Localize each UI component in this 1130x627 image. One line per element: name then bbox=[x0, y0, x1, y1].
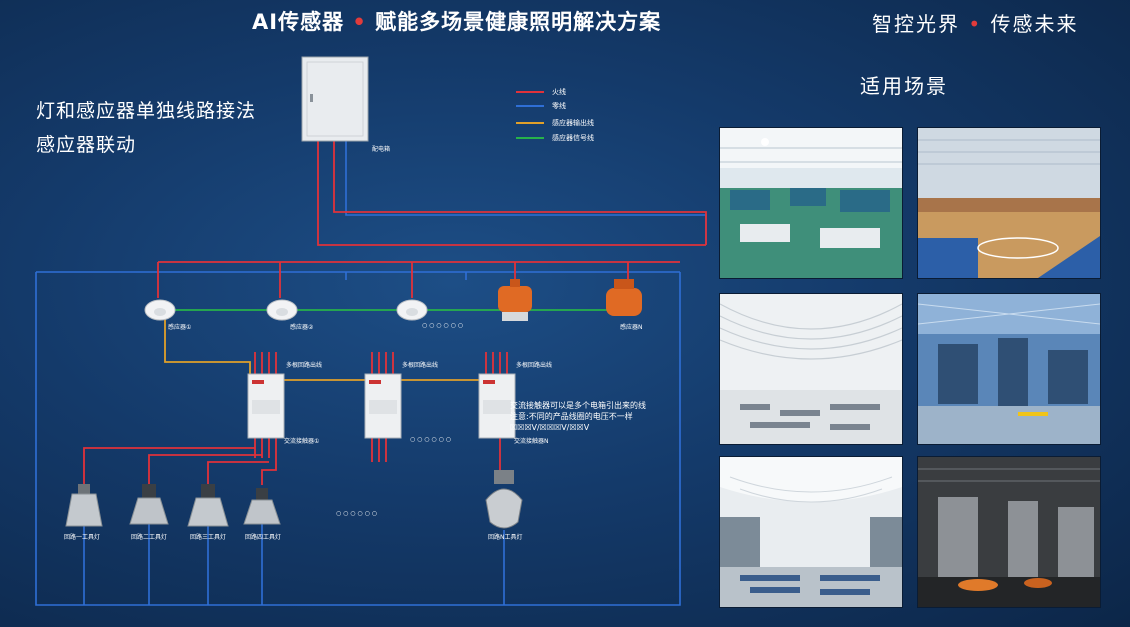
photo-industrial-plant bbox=[917, 293, 1101, 445]
sensor2-label: 感应器② bbox=[290, 324, 314, 331]
live-wires bbox=[83, 140, 707, 485]
scene-title: 适用场景 bbox=[860, 74, 948, 98]
lamp3-label: 回路三工具灯 bbox=[190, 534, 227, 541]
distribution-box-label: 配电箱 bbox=[372, 146, 391, 153]
page-title: AI传感器 • 赋能多场景健康照明解决方案 bbox=[252, 10, 662, 34]
photo-basketball-court bbox=[917, 127, 1101, 279]
explosion-proof-sensor-icon bbox=[606, 279, 642, 316]
lamp4-label: 回路四工具灯 bbox=[245, 534, 282, 541]
high-bay-lamp-icon bbox=[243, 488, 281, 525]
slogan: 智控光界 • 传感未来 bbox=[872, 12, 1079, 36]
contactor-icon bbox=[247, 373, 285, 439]
distribution-box bbox=[301, 56, 369, 142]
slogan-separator: • bbox=[968, 12, 983, 36]
multi-lines-label-1: 多根回路出线 bbox=[286, 362, 323, 369]
contactor-icon bbox=[364, 373, 402, 439]
photo-station-hall bbox=[719, 293, 903, 445]
lamp2-label: 回路二工具灯 bbox=[131, 534, 168, 541]
high-bay-lamp-icon bbox=[65, 484, 103, 527]
ceiling-sensor-icon bbox=[396, 299, 428, 321]
lamp-ellipsis: ○ ○ ○ ○ ○ ○ bbox=[336, 510, 377, 517]
contactorN-label: 交流接触器N bbox=[514, 438, 549, 445]
contactor1-label: 交流接触器① bbox=[284, 438, 320, 445]
contactor-note: 交流接触器可以是多个电箱引出来的线 注意:不同的产品线圈的电压不一样 ☒☒☒V/… bbox=[510, 401, 646, 432]
explosion-proof-sensor-icon bbox=[498, 279, 532, 321]
sensorN-label: 感应器N bbox=[620, 324, 643, 331]
photo-steel-mill bbox=[917, 456, 1101, 608]
lamp1-label: 回路一工具灯 bbox=[64, 534, 101, 541]
multi-lines-label-3: 多根回路出线 bbox=[516, 362, 553, 369]
sensor-ellipsis: ○ ○ ○ ○ ○ ○ bbox=[422, 322, 463, 329]
subtitle-linkage: 感应器联动 bbox=[36, 134, 137, 156]
high-bay-lamp-icon bbox=[187, 484, 229, 527]
explosion-proof-lamp-icon bbox=[485, 470, 523, 529]
legend-signal: 感应器信号线 bbox=[552, 134, 594, 142]
photo-airport-terminal bbox=[719, 456, 903, 608]
contactor-ellipsis: ○ ○ ○ ○ ○ ○ bbox=[410, 436, 451, 443]
photo-factory-workshop bbox=[719, 127, 903, 279]
subtitle-wiring: 灯和感应器单独线路接法 bbox=[36, 100, 257, 122]
legend-neutral: 零线 bbox=[552, 102, 566, 110]
high-bay-lamp-icon bbox=[129, 484, 169, 525]
title-separator: • bbox=[352, 10, 367, 34]
legend-live: 火线 bbox=[552, 88, 566, 96]
ceiling-sensor-icon bbox=[266, 299, 298, 321]
lampN-label: 回路N工具灯 bbox=[488, 534, 523, 541]
multi-lines-label-2: 多根回路出线 bbox=[402, 362, 439, 369]
sensor1-label: 感应器① bbox=[168, 324, 192, 331]
ceiling-sensor-icon bbox=[144, 299, 176, 321]
legend-output: 感应器输出线 bbox=[552, 119, 594, 127]
